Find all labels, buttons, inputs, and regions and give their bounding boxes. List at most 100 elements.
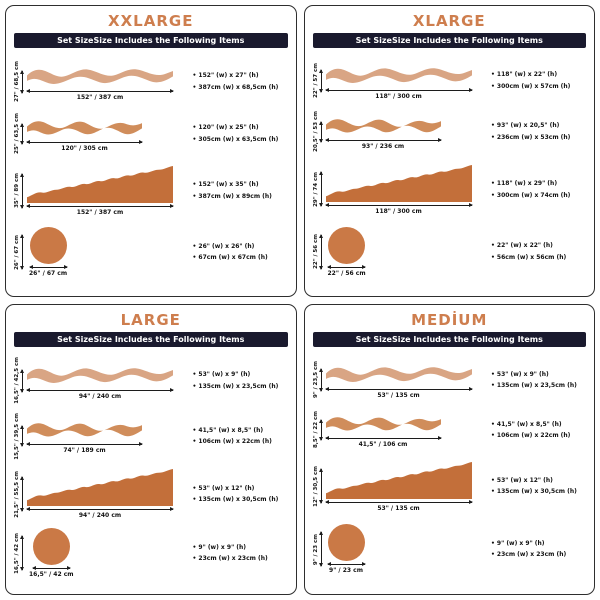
spec-cm: • 135cm (w) x 30,5cm (h) bbox=[192, 495, 279, 503]
spec-cm: • 387cm (w) x 68,5cm (h) bbox=[192, 83, 279, 91]
panel-title: MEDİUM bbox=[411, 310, 488, 329]
height-dimension: 29" / 74 cm bbox=[312, 171, 323, 208]
spec-list: • 53" (w) x 9" (h) • 135cm (w) x 23,5cm … bbox=[193, 369, 288, 392]
dot-shape-wrap: 9" / 23 cm bbox=[326, 524, 366, 574]
height-label: 8,5" / 22 cm bbox=[312, 411, 319, 449]
wavy-strip-decal bbox=[326, 361, 472, 386]
spec-list: • 22" (w) x 22" (h) • 56cm (w) x 56cm (h… bbox=[491, 240, 586, 263]
panel-subtitle: Set SizeSize Includes the Following Item… bbox=[14, 33, 288, 48]
vertical-dimension-line bbox=[318, 233, 323, 270]
spec-inches: • 9" (w) x 9" (h) bbox=[192, 543, 247, 551]
horizontal-dimension-line bbox=[31, 566, 71, 571]
width-label: 152" / 387 cm bbox=[76, 209, 124, 217]
height-label: 29" / 74 cm bbox=[312, 172, 319, 207]
width-label: 41,5" / 106 cm bbox=[358, 440, 408, 448]
height-label: 25" / 63,5 cm bbox=[14, 113, 20, 154]
decal-row-1: 22" / 57 cm 118" / 300 cm • 118" (w) x 2… bbox=[313, 62, 587, 100]
wavy-strip-decal bbox=[326, 114, 441, 137]
decal-shape-wrap: 152" / 387 cm bbox=[26, 165, 174, 217]
height-label: 16,5" / 42,5 cm bbox=[14, 357, 20, 405]
width-label: 118" / 300 cm bbox=[375, 92, 422, 100]
width-label: 152" / 387 cm bbox=[76, 93, 124, 101]
spec-cm: • 56cm (w) x 56cm (h) bbox=[491, 253, 567, 261]
horizontal-dimension-line bbox=[327, 264, 367, 269]
spec-inches: • 26" (w) x 26" (h) bbox=[192, 242, 255, 250]
vertical-dimension-line bbox=[318, 418, 323, 441]
horizontal-dimension-line bbox=[26, 204, 174, 209]
horizontal-dimension-line bbox=[26, 507, 174, 512]
vertical-dimension-line bbox=[20, 425, 24, 448]
decal-row-2: 20,5" / 53 cm 93" / 236 cm • 93" (w) x 2… bbox=[313, 111, 587, 152]
spec-cm: • 387cm (w) x 89cm (h) bbox=[192, 192, 272, 200]
spec-inches: • 118" (w) x 29" (h) bbox=[491, 180, 558, 188]
spec-cm: • 106cm (w) x 22cm (h) bbox=[192, 438, 272, 446]
vertical-dimension-line bbox=[318, 367, 323, 392]
height-dimension: 35" / 89 cm bbox=[14, 172, 24, 209]
spec-inches: • 118" (w) x 22" (h) bbox=[491, 71, 558, 79]
height-label: 15,5" / 39,5 cm bbox=[14, 412, 20, 460]
mountain-decal bbox=[27, 468, 173, 506]
decal-row-2: 15,5" / 39,5 cm 74" / 189 cm • 41,5" (w)… bbox=[14, 413, 288, 460]
width-label: 118" / 300 cm bbox=[375, 208, 422, 215]
spec-cm: • 236cm (w) x 53cm (h) bbox=[491, 133, 571, 141]
height-label: 20,5" / 53 cm bbox=[312, 111, 319, 153]
spec-list: • 53" (w) x 9" (h) • 135cm (w) x 23,5cm … bbox=[491, 369, 586, 392]
vertical-dimension-line bbox=[20, 234, 24, 271]
spec-inches: • 93" (w) x 20,5" (h) bbox=[491, 122, 560, 130]
height-dimension: 12" / 30,5 cm bbox=[313, 466, 323, 507]
size-panel-xlarge: XLARGE Set SizeSize Includes the Followi… bbox=[303, 5, 595, 297]
horizontal-dimension-line bbox=[28, 265, 68, 270]
height-dimension: 22" / 56 cm bbox=[312, 233, 323, 270]
spec-inches: • 41,5" (w) x 8,5" (h) bbox=[192, 426, 264, 434]
wavy-strip-decal bbox=[326, 62, 472, 87]
vertical-dimension-line bbox=[20, 535, 24, 572]
vertical-dimension-line bbox=[318, 68, 323, 93]
decal-row-2: 8,5" / 22 cm 41,5" / 106 cm • 41,5" (w) … bbox=[313, 411, 587, 448]
spec-list: • 93" (w) x 20,5" (h) • 236cm (w) x 53cm… bbox=[491, 120, 586, 143]
width-label: 26" / 67 cm bbox=[29, 270, 68, 278]
height-dimension: 25" / 63,5 cm bbox=[14, 113, 24, 154]
width-label: 94" / 240 cm bbox=[78, 392, 122, 400]
decal-shape-wrap: 118" / 300 cm bbox=[324, 62, 473, 100]
horizontal-dimension-line bbox=[326, 562, 366, 567]
decal-shape-wrap: 120" / 305 cm bbox=[26, 116, 143, 152]
width-label: 120" / 305 cm bbox=[61, 144, 108, 152]
vertical-dimension-line bbox=[20, 122, 24, 145]
spec-cm: • 300cm (w) x 74cm (h) bbox=[491, 191, 571, 199]
dot-row: 22" / 56 cm 22" / 56 cm • 22" (w) x 22" … bbox=[312, 226, 587, 277]
panel-subtitle: Set SizeSize Includes the Following Item… bbox=[14, 331, 288, 347]
spec-cm: • 23cm (w) x 23cm (h) bbox=[192, 555, 268, 563]
decal-shape-wrap: 41,5" / 106 cm bbox=[324, 412, 442, 448]
spec-inches: • 22" (w) x 22" (h) bbox=[491, 242, 553, 250]
spec-list: • 26" (w) x 26" (h) • 67cm (w) x 67cm (h… bbox=[193, 241, 288, 264]
decal-row-2: 25" / 63,5 cm 120" / 305 cm • 120" (w) x… bbox=[14, 113, 288, 154]
decal-row-1: 9" / 23,5 cm 53" / 135 cm • 53" (w) x 9"… bbox=[313, 361, 587, 399]
height-dimension: 15,5" / 39,5 cm bbox=[14, 412, 24, 460]
panel-title: XLARGE bbox=[412, 12, 486, 30]
decal-shape-wrap: 152" / 387 cm bbox=[26, 63, 174, 101]
spec-list: • 9" (w) x 9" (h) • 23cm (w) x 23cm (h) bbox=[491, 538, 586, 561]
spec-list: • 53" (w) x 12" (h) • 135cm (w) x 30,5cm… bbox=[491, 475, 586, 498]
decal-shape-wrap: 93" / 236 cm bbox=[324, 114, 442, 150]
dot-decal bbox=[32, 528, 70, 566]
mountain-decal bbox=[326, 164, 472, 202]
spec-list: • 120" (w) x 25" (h) • 305cm (w) x 63,5c… bbox=[193, 122, 288, 145]
vertical-dimension-line bbox=[318, 531, 323, 568]
dot-shape-wrap: 26" / 67 cm bbox=[28, 227, 68, 278]
decal-shape-wrap: 94" / 240 cm bbox=[26, 468, 174, 519]
horizontal-dimension-line bbox=[324, 386, 473, 391]
spec-inches: • 53" (w) x 12" (h) bbox=[491, 477, 553, 485]
decal-shape-wrap: 53" / 135 cm bbox=[324, 361, 473, 399]
decal-shape-wrap: 94" / 240 cm bbox=[26, 362, 174, 400]
wavy-strip-decal bbox=[27, 63, 173, 88]
horizontal-dimension-line bbox=[324, 137, 442, 142]
height-label: 9" / 23 cm bbox=[312, 533, 319, 565]
height-label: 22" / 56 cm bbox=[312, 234, 319, 270]
spec-list: • 118" (w) x 29" (h) • 300cm (w) x 74cm … bbox=[491, 178, 586, 201]
horizontal-dimension-line bbox=[324, 203, 473, 207]
height-dimension: 16,5" / 42,5 cm bbox=[14, 357, 24, 405]
height-dimension: 8,5" / 22 cm bbox=[312, 411, 323, 449]
width-label: 53" / 135 cm bbox=[377, 504, 420, 512]
vertical-dimension-line bbox=[318, 468, 323, 505]
spec-inches: • 120" (w) x 25" (h) bbox=[192, 124, 259, 132]
